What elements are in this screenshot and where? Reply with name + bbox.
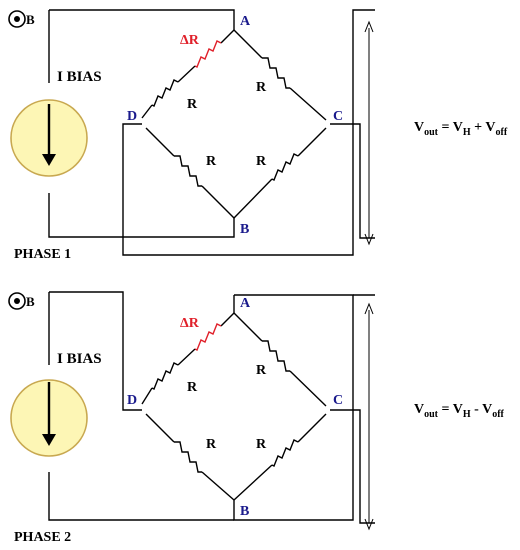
source-label: I BIAS <box>57 69 102 85</box>
vout-equation: Vout = VH + Voff <box>414 120 508 138</box>
resistor-label-cb: R <box>256 437 267 452</box>
delta-r-label: ΔR <box>180 33 200 48</box>
node-label-a: A <box>240 14 251 29</box>
arrowhead-down-icon <box>42 154 56 166</box>
resistor-label-ad: R <box>187 97 198 112</box>
node-label-c: C <box>333 393 343 408</box>
arrowhead-down-icon <box>42 434 56 446</box>
phase-label: PHASE 2 <box>14 530 71 545</box>
bridge-resistors <box>141 29 327 219</box>
node-label-a: A <box>240 296 251 311</box>
b-field-out-of-page-icon <box>8 292 26 310</box>
node-label-b: B <box>240 504 249 519</box>
resistor-label-ac: R <box>256 80 267 95</box>
bridge-resistors <box>141 312 327 501</box>
delta-r-resistor <box>194 323 222 351</box>
resistor-db <box>174 155 202 187</box>
bias-current-source <box>10 379 88 457</box>
node-label-d: D <box>127 393 137 408</box>
node-label-b: B <box>240 222 249 237</box>
resistor-ac <box>262 340 290 372</box>
source-label: I BIAS <box>57 351 102 367</box>
resistor-label-db: R <box>206 437 217 452</box>
resistor-label-ac: R <box>256 363 267 378</box>
b-field-label: B <box>26 12 35 27</box>
node-label-d: D <box>127 109 137 124</box>
phase-1-panel: B I BIAS <box>8 9 508 262</box>
b-field-label: B <box>26 294 35 309</box>
wires <box>48 291 375 524</box>
resistor-ac <box>262 57 290 89</box>
resistor-db <box>174 441 202 473</box>
vout-equation: Vout = VH - Voff <box>414 402 505 420</box>
phase-2-panel: B I BIAS <box>8 291 505 545</box>
wires <box>48 9 375 256</box>
resistor-ad <box>151 362 179 390</box>
resistor-cb <box>271 153 299 181</box>
resistor-label-ad: R <box>187 380 198 395</box>
resistor-cb <box>271 439 299 467</box>
delta-r-resistor <box>194 40 222 68</box>
resistor-ad <box>151 79 179 107</box>
b-field-out-of-page-icon <box>8 10 26 28</box>
phase-label: PHASE 1 <box>14 247 71 262</box>
resistor-label-db: R <box>206 154 217 169</box>
node-label-c: C <box>333 109 343 124</box>
bias-current-source <box>10 99 88 177</box>
delta-r-label: ΔR <box>180 316 200 331</box>
resistor-label-cb: R <box>256 154 267 169</box>
